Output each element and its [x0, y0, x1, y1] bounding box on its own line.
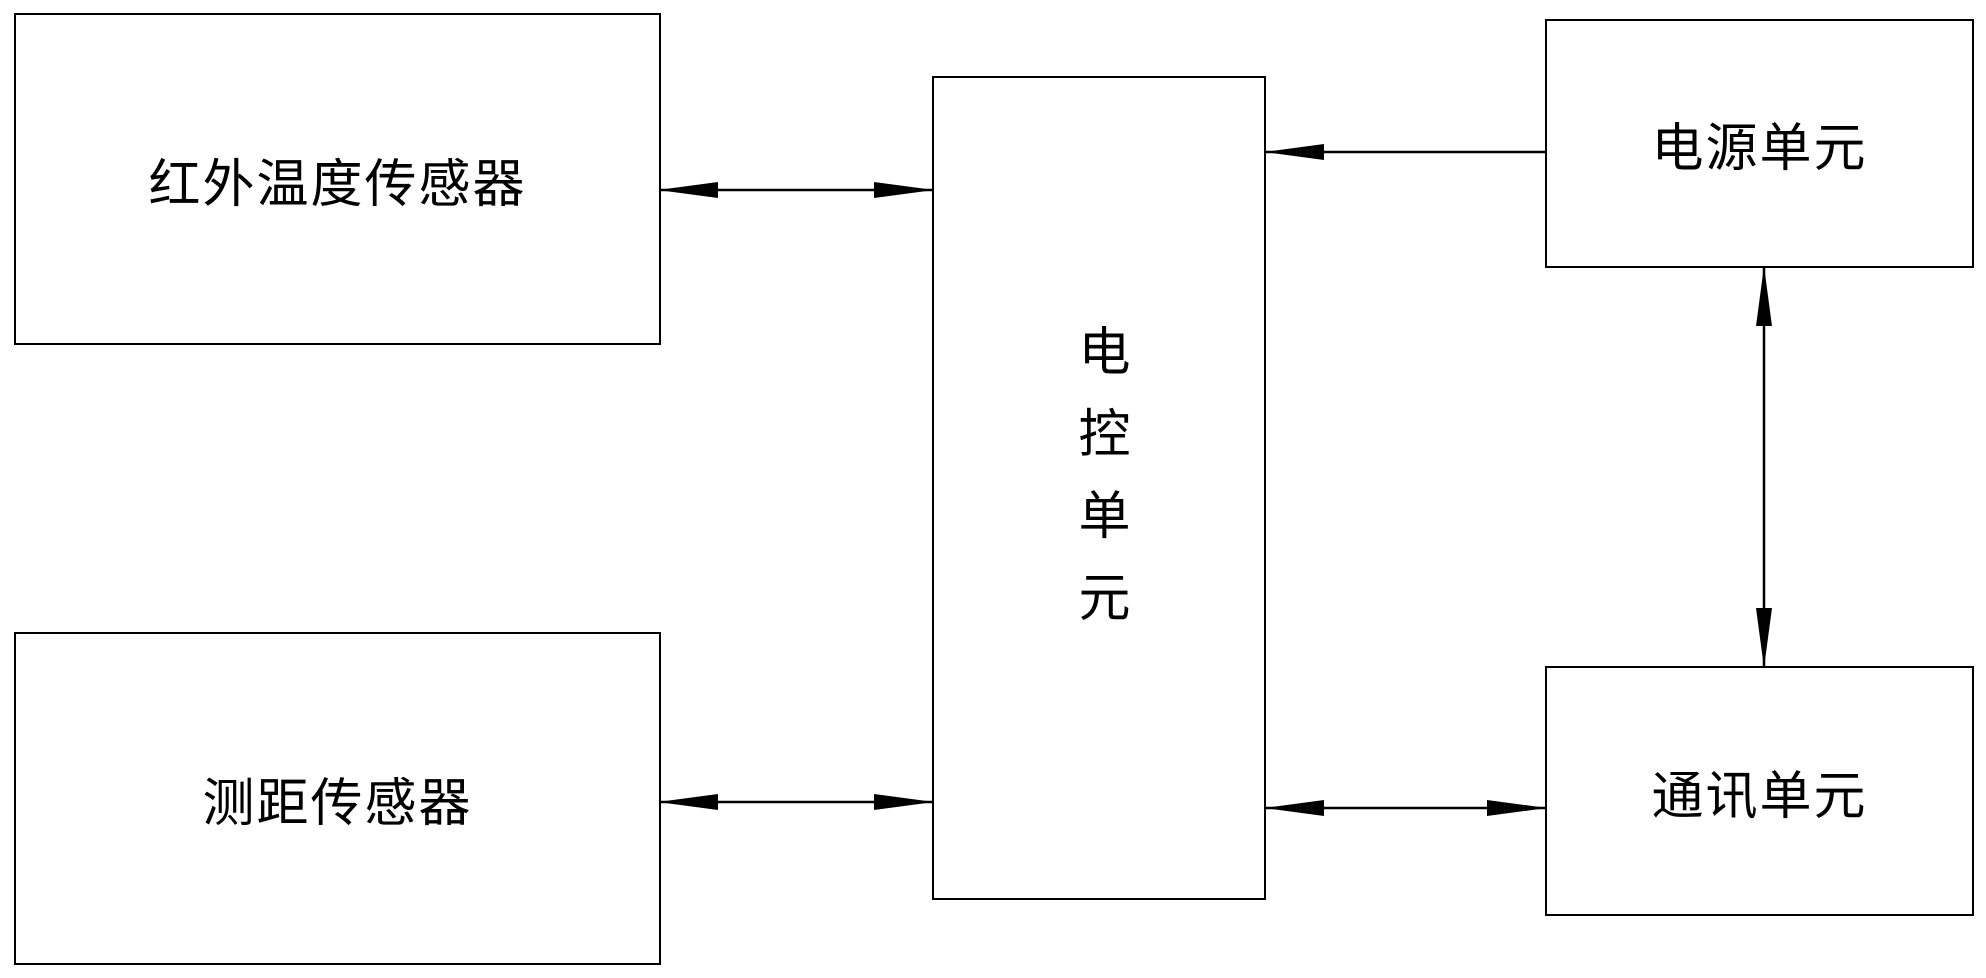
- node-label: 通讯单元: [1651, 766, 1868, 827]
- node-label: 电源单元: [1651, 119, 1868, 179]
- node-label: 测距传感器: [202, 774, 473, 834]
- node-label: 电控单元: [1069, 324, 1129, 652]
- node-power-unit: 电源单元: [1545, 19, 1974, 268]
- node-communication-unit: 通讯单元: [1545, 666, 1974, 916]
- node-infrared-temperature-sensor: 红外温度传感器: [14, 13, 661, 345]
- node-label: 红外温度传感器: [148, 154, 527, 215]
- node-distance-sensor: 测距传感器: [14, 632, 661, 965]
- node-control-unit: 电控单元: [932, 76, 1266, 900]
